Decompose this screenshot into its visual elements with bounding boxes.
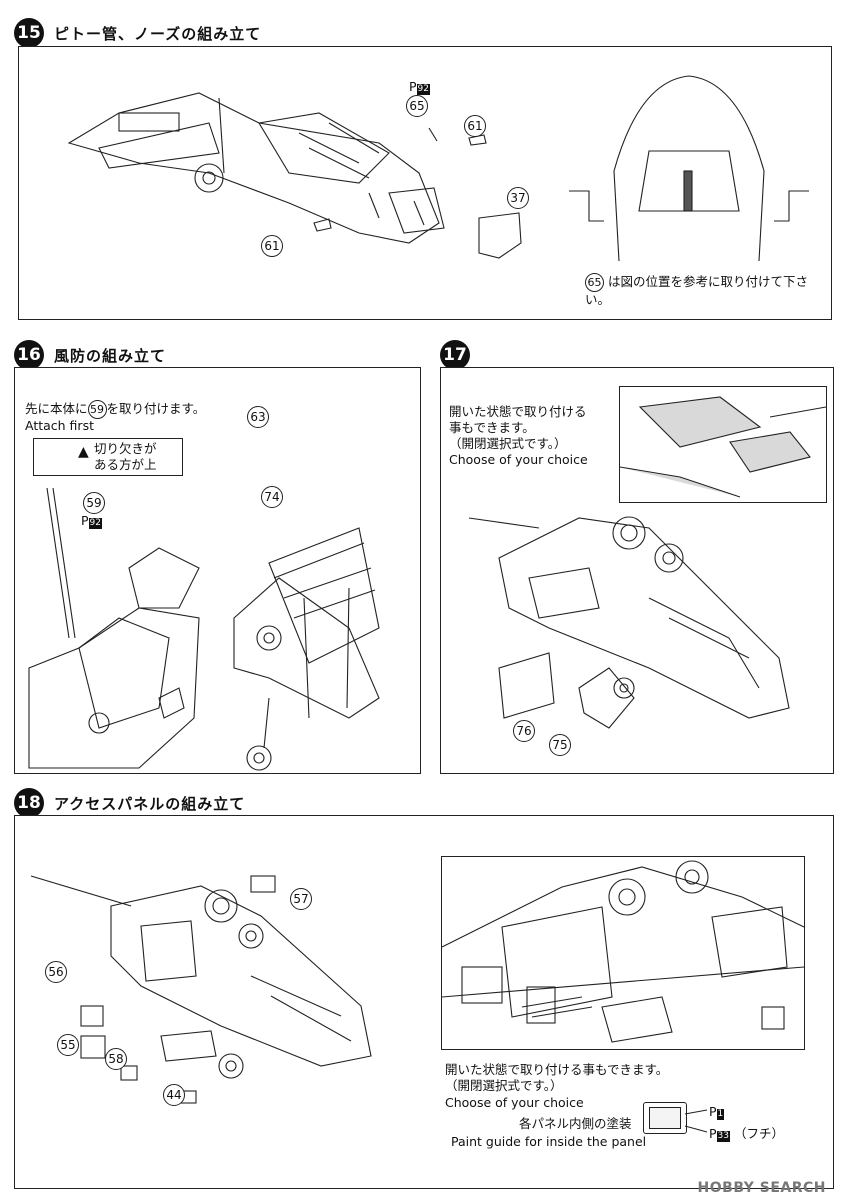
part-callout: 59 bbox=[83, 492, 105, 514]
step-title: アクセスパネルの組み立て bbox=[54, 794, 246, 813]
helicopter-side-illustration bbox=[468, 516, 790, 729]
step-title: 風防の組み立て bbox=[54, 346, 167, 365]
nose-assembly-illustration bbox=[67, 92, 522, 259]
intro-text: を取り付けます。 bbox=[106, 401, 206, 416]
part-callout: 44 bbox=[163, 1084, 185, 1106]
part-callout: 57 bbox=[290, 888, 312, 910]
access-panel-illustration bbox=[30, 875, 372, 1104]
canopy-front-view bbox=[569, 75, 809, 262]
step-15-panel: P92 65 61 37 61 65 は図の位置を参考に取り付けて下さい。 bbox=[18, 46, 832, 320]
cut-note-box: ▲ 切り欠きが ある方が上 bbox=[33, 438, 183, 476]
paint-ref-box: 33 bbox=[716, 1131, 730, 1142]
paint-p1: P1 bbox=[709, 1104, 725, 1120]
step-number-badge: 15 bbox=[14, 18, 44, 48]
step-title: ピトー管、ノーズの組み立て bbox=[54, 24, 262, 43]
part-callout: 65 bbox=[406, 95, 428, 117]
step-17-note: （開閉選択式です。） bbox=[449, 436, 567, 451]
step-number-badge: 18 bbox=[14, 788, 44, 818]
paint-leader-lines bbox=[684, 1109, 708, 1133]
open-panels-detail bbox=[441, 860, 805, 1043]
paint-guide-jp: 各パネル内側の塗装 bbox=[519, 1116, 632, 1131]
step-16-intro-en: Attach first bbox=[25, 418, 94, 433]
part-callout: 63 bbox=[247, 406, 269, 428]
paint-guide-en: Paint guide for inside the panel bbox=[451, 1134, 647, 1149]
cut-note-line: 切り欠きが bbox=[94, 441, 157, 456]
part-callout: 61 bbox=[261, 235, 283, 257]
step-15-header: 15 ピトー管、ノーズの組み立て bbox=[14, 18, 261, 48]
part-callout: 56 bbox=[45, 961, 67, 983]
part-callout: 61 bbox=[464, 115, 486, 137]
intro-text: 先に本体に bbox=[25, 401, 88, 416]
step-18-panel: 57 56 55 58 44 開いた状態で取り付ける事もできます。 （開閉選択式… bbox=[14, 815, 834, 1189]
step-17-header: 17 bbox=[440, 340, 480, 370]
open-panel-detail bbox=[619, 396, 827, 498]
paint-ref-box: 92 bbox=[88, 518, 102, 529]
paint-ref-box: 92 bbox=[416, 84, 430, 95]
part-callout: 76 bbox=[513, 720, 535, 742]
part-callout: 55 bbox=[57, 1034, 79, 1056]
step-17-note: 事もできます。 bbox=[449, 420, 535, 435]
note-text: は図の位置を参考に取り付けて下さい。 bbox=[585, 274, 808, 307]
cut-note-line: ある方が上 bbox=[94, 457, 157, 472]
part-callout: 37 bbox=[507, 187, 529, 209]
step-18-note: （開閉選択式です。） bbox=[445, 1078, 563, 1093]
open-panel-inset bbox=[441, 856, 805, 1050]
detail-inset bbox=[619, 386, 827, 503]
step-number-badge: 16 bbox=[14, 340, 44, 370]
step-18-header: 18 アクセスパネルの組み立て bbox=[14, 788, 245, 818]
paint-note: （フチ） bbox=[733, 1126, 784, 1141]
paint-p2: P33 （フチ） bbox=[709, 1126, 784, 1142]
part-callout: 75 bbox=[549, 734, 571, 756]
watermark: HOBBY SEARCH bbox=[697, 1180, 826, 1196]
step-15-note: 65 は図の位置を参考に取り付けて下さい。 bbox=[585, 273, 831, 307]
windscreen-assembly-illustration bbox=[28, 487, 380, 771]
part-callout: 58 bbox=[105, 1048, 127, 1070]
step-17-note-en: Choose of your choice bbox=[449, 452, 588, 467]
part-number-circle: 59 bbox=[87, 400, 107, 419]
up-arrow-icon: ▲ bbox=[78, 444, 89, 460]
part-callout: 74 bbox=[261, 486, 283, 508]
step-15-p-ref: P92 bbox=[409, 79, 430, 95]
part-number-circle: 65 bbox=[585, 273, 604, 292]
step-18-note-en: Choose of your choice bbox=[445, 1095, 584, 1110]
paint-swatch-inner bbox=[649, 1107, 681, 1129]
paint-ref-box: 1 bbox=[716, 1109, 725, 1120]
step-17-note: 開いた状態で取り付ける bbox=[449, 404, 587, 419]
step-16-header: 16 風防の組み立て bbox=[14, 340, 166, 370]
step-16-p-ref: P92 bbox=[81, 513, 102, 529]
step-18-note: 開いた状態で取り付ける事もできます。 bbox=[445, 1062, 669, 1077]
step-17-panel: 開いた状態で取り付ける 事もできます。 （開閉選択式です。） Choose of… bbox=[440, 367, 834, 774]
step-number-badge: 17 bbox=[440, 340, 470, 370]
